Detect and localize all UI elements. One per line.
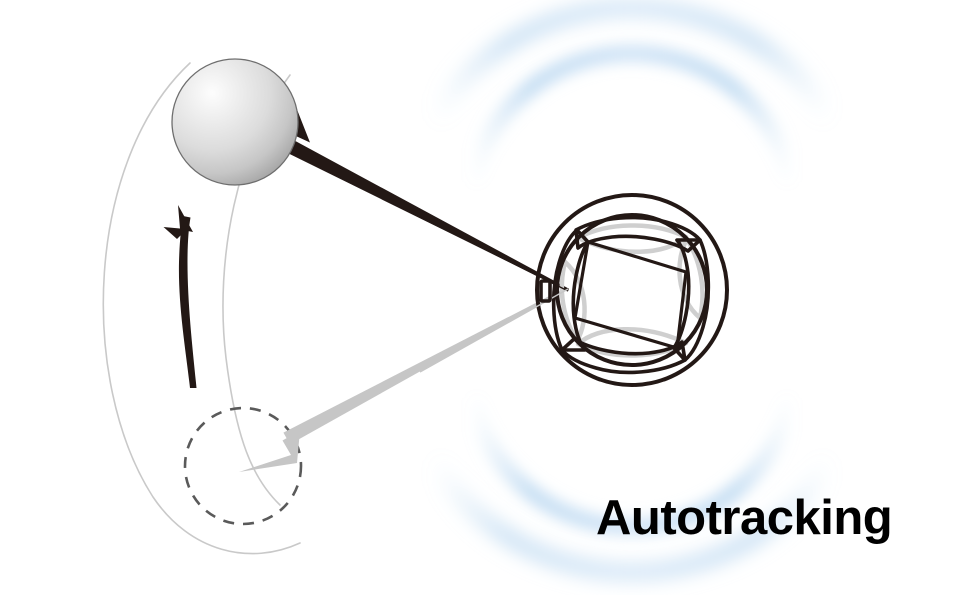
- signal-wave-arc-upper-outer: [426, 0, 838, 123]
- lens-sight-lines: [419, 216, 569, 373]
- motion-direction-arrow: [163, 205, 197, 388]
- aperture-blades: [551, 215, 711, 375]
- signal-wave-arc-lower-inner: [463, 396, 801, 536]
- signal-wave-arc-lower-outer: [426, 457, 838, 581]
- page-title: Autotracking: [596, 491, 893, 545]
- tracked-sphere-previous: [183, 406, 303, 526]
- camera-lens[interactable]: [419, 193, 729, 387]
- signal-waves: [426, 0, 838, 581]
- motion-path-outer: [102, 62, 301, 555]
- signal-wave-arc-upper-inner: [463, 44, 801, 184]
- lens-outer-ring: [535, 193, 729, 387]
- tracked-sphere-current: [171, 58, 299, 186]
- tracking-beam-previous: [239, 287, 568, 472]
- lens-indicator-icon: [539, 279, 552, 303]
